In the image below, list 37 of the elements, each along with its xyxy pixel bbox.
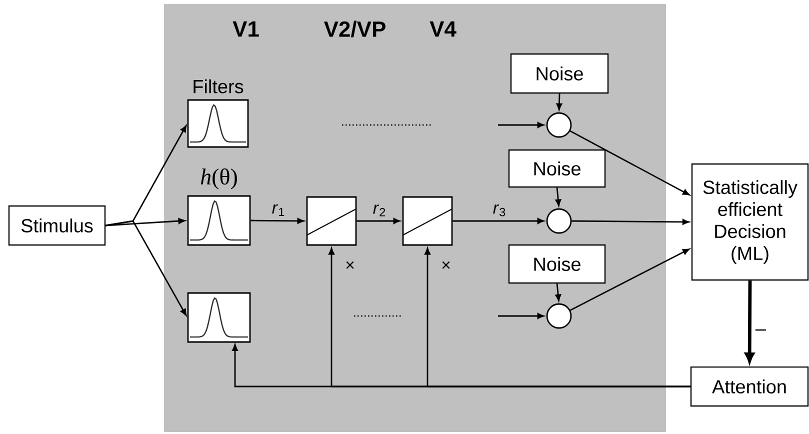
process-box: Stimulus bbox=[8, 205, 106, 246]
node-caption: h(θ) bbox=[200, 168, 237, 190]
arrow bbox=[424, 248, 690, 388]
node-caption: Filters bbox=[194, 79, 244, 94]
area-label: V1 bbox=[232, 21, 259, 37]
nonlinearity-box bbox=[402, 196, 453, 246]
arrow bbox=[556, 94, 562, 110]
filter-plot bbox=[187, 195, 251, 246]
edge-label: – bbox=[754, 328, 767, 336]
process-box: Noise bbox=[508, 149, 606, 188]
arrow bbox=[555, 284, 562, 302]
arrow bbox=[555, 188, 562, 206]
summation-circle bbox=[546, 112, 572, 138]
arrow bbox=[498, 122, 544, 128]
area-label: V2/VP bbox=[324, 20, 386, 38]
summation-circle bbox=[546, 208, 572, 234]
filter-plot bbox=[187, 292, 251, 343]
nonlinearity-box bbox=[306, 196, 357, 246]
process-box: Attention bbox=[690, 366, 809, 407]
edge-label: r$_{2}$ bbox=[372, 204, 388, 218]
arrow bbox=[570, 248, 690, 311]
arrow bbox=[570, 130, 690, 196]
gain-mark: × bbox=[442, 261, 450, 269]
arrow bbox=[498, 313, 544, 319]
process-box: Noise bbox=[510, 53, 609, 94]
summation-circle bbox=[546, 303, 572, 329]
arrow bbox=[250, 218, 304, 224]
arrow bbox=[452, 218, 544, 224]
filter-plot bbox=[187, 99, 249, 148]
gain-mark: × bbox=[346, 261, 354, 269]
process-box: Statistically efficient Decision (ML) bbox=[691, 163, 809, 281]
arrow bbox=[572, 218, 690, 225]
process-box: Noise bbox=[508, 244, 606, 284]
area-label: V4 bbox=[430, 21, 456, 37]
arrow bbox=[106, 218, 186, 226]
arrow bbox=[105, 220, 187, 316]
arrow bbox=[356, 218, 400, 224]
